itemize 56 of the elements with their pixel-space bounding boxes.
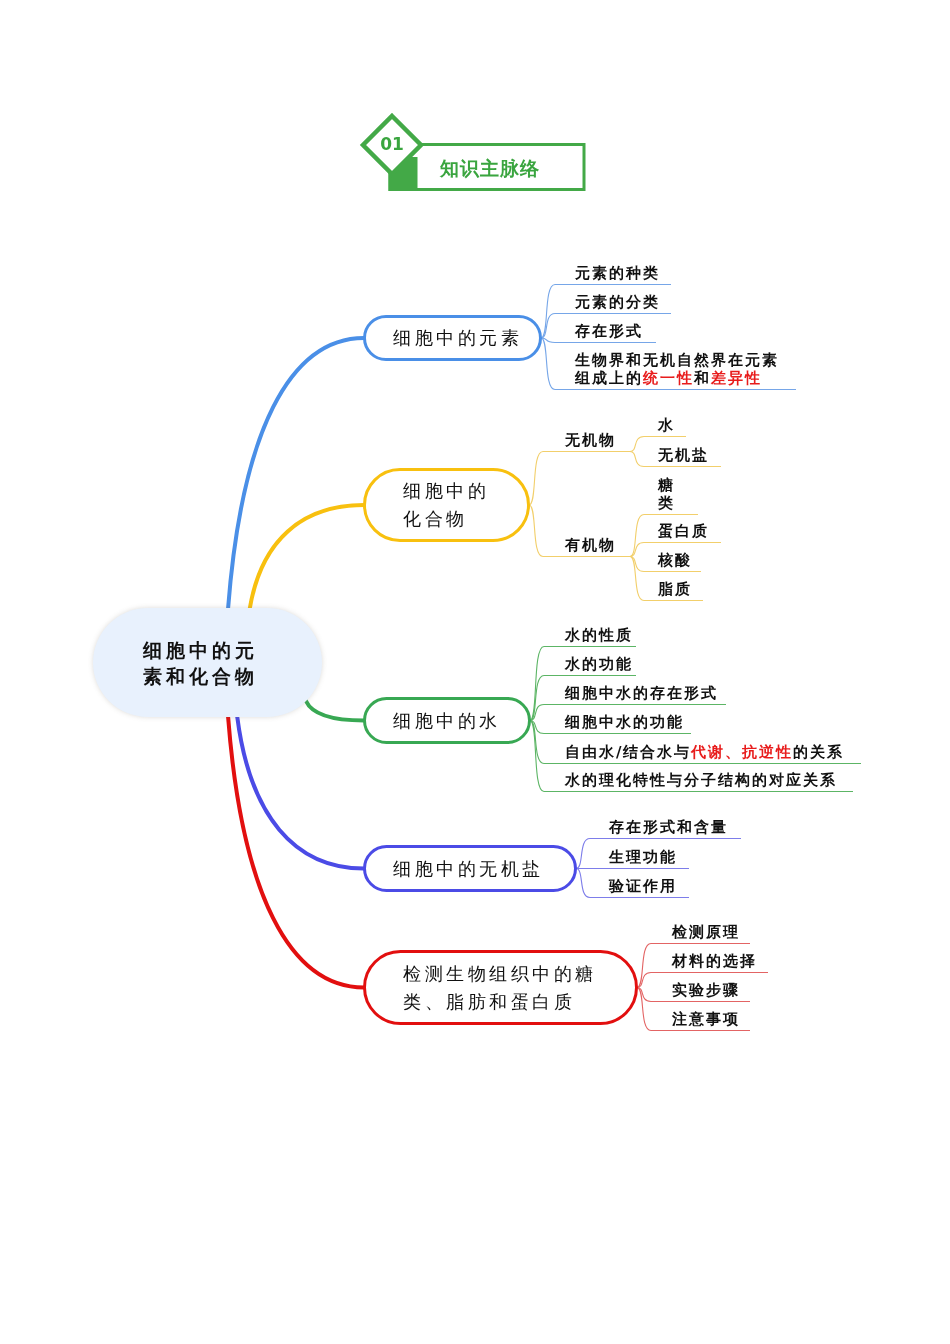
subtopic-label: 无机物	[561, 431, 630, 452]
connector-line	[629, 555, 655, 573]
subtopic-label: 元素的种类	[571, 264, 671, 285]
subtopic-label: 水的性质	[561, 626, 636, 647]
branch-topic: 细胞中的水	[363, 697, 531, 744]
branch-topic: 检测生物组织中的糖类、脂肪和蛋白质	[363, 950, 638, 1025]
subtopic-label: 脂质	[654, 580, 703, 601]
connector-line	[575, 867, 606, 870]
subtopic-label: 验证作用	[605, 877, 689, 898]
connector-line	[636, 971, 669, 989]
subtopic-label: 自由水/结合水与代谢、抗逆性的关系	[561, 743, 861, 764]
connector-line	[636, 942, 669, 989]
connector-line	[529, 703, 562, 722]
branch-topic: 细胞中的化合物	[363, 468, 530, 542]
subtopic-label: 蛋白质	[654, 522, 721, 543]
connector-line	[629, 450, 655, 468]
central-topic: 细胞中的元素和化合物	[93, 608, 322, 717]
subtopic-label: 无机盐	[654, 446, 721, 467]
connector-line	[636, 986, 669, 1003]
connector-line	[529, 719, 562, 735]
connector-line	[575, 837, 606, 870]
subtopic-label: 元素的分类	[571, 293, 671, 314]
subtopic-label: 材料的选择	[668, 952, 768, 973]
subtopic-label: 生物界和无机自然界在元素组成上的统一性和差异性	[571, 351, 796, 390]
subtopic-label: 水的理化特性与分子结构的对应关系	[561, 771, 853, 792]
connector-line	[540, 312, 572, 339]
subtopic-label: 实验步骤	[668, 981, 750, 1002]
branch-topic: 细胞中的无机盐	[363, 845, 577, 892]
subtopic-label: 存在形式和含量	[605, 818, 741, 839]
subtopic-label: 检测原理	[668, 923, 750, 944]
subtopic-label: 核酸	[654, 551, 701, 572]
branch-topic: 细胞中的元素	[363, 315, 542, 361]
connector-line	[629, 435, 655, 453]
subtopic-label: 注意事项	[668, 1010, 750, 1031]
subtopic-label: 存在形式	[571, 322, 656, 343]
connector-line	[629, 513, 655, 558]
section-number: 01	[379, 133, 405, 156]
connector-line	[529, 674, 562, 722]
section-title: 知识主脉络	[440, 156, 540, 181]
connector-line	[540, 283, 572, 339]
subtopic-label: 水的功能	[561, 655, 636, 676]
subtopic-label: 细胞中水的功能	[561, 713, 691, 734]
subtopic-label: 细胞中水的存在形式	[561, 684, 726, 705]
connector-line	[629, 555, 655, 602]
subtopic-label: 水	[654, 416, 686, 437]
connector-line	[629, 541, 655, 558]
subtopic-label: 糖类	[654, 476, 698, 515]
connector-line	[636, 986, 669, 1032]
subtopic-label: 有机物	[561, 536, 630, 557]
connector-line	[528, 450, 562, 506]
subtopic-label: 生理功能	[605, 848, 689, 869]
connector-line	[540, 337, 572, 391]
connector-line	[528, 504, 562, 558]
connector-line	[529, 719, 562, 765]
connector-line	[540, 337, 572, 344]
connector-line	[575, 867, 606, 899]
